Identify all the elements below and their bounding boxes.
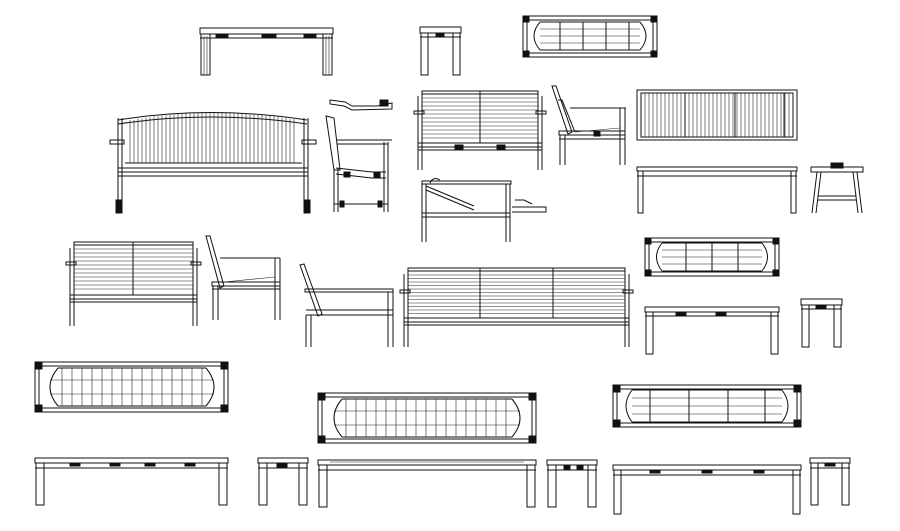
stool-side-top [419, 26, 462, 76]
lounge-bench-side [299, 263, 394, 347]
table-plan-left-large [34, 361, 229, 413]
bench-seat-side [810, 162, 864, 214]
table-plan-top-center [522, 15, 658, 58]
table-side-center-bottom [546, 459, 598, 508]
table-front-right-bottom [612, 464, 802, 515]
table-front-center-bottom [317, 459, 537, 508]
table-side-right [800, 298, 843, 348]
armchair-bench-front [413, 90, 547, 170]
arched-bench-front [109, 112, 317, 214]
table-side-left-bottom [257, 457, 309, 506]
table-side-right-bottom [809, 457, 851, 506]
armrest-detail [329, 99, 393, 111]
long-bench-front [399, 267, 634, 347]
reclined-bench-side [421, 178, 547, 242]
bench-seat-plan [636, 89, 798, 141]
armchair-bench-side [551, 85, 626, 165]
table-front-left-bottom [34, 457, 229, 506]
small-bench-front [65, 241, 202, 326]
table-plan-right [644, 237, 780, 277]
table-plan-center-large [317, 392, 537, 444]
bench-seat-front [636, 166, 798, 214]
long-table-front-top [199, 27, 334, 76]
table-plan-right-large [612, 384, 802, 428]
table-front-right [644, 306, 780, 355]
small-bench-side [205, 235, 281, 320]
arched-bench-side [325, 115, 392, 212]
